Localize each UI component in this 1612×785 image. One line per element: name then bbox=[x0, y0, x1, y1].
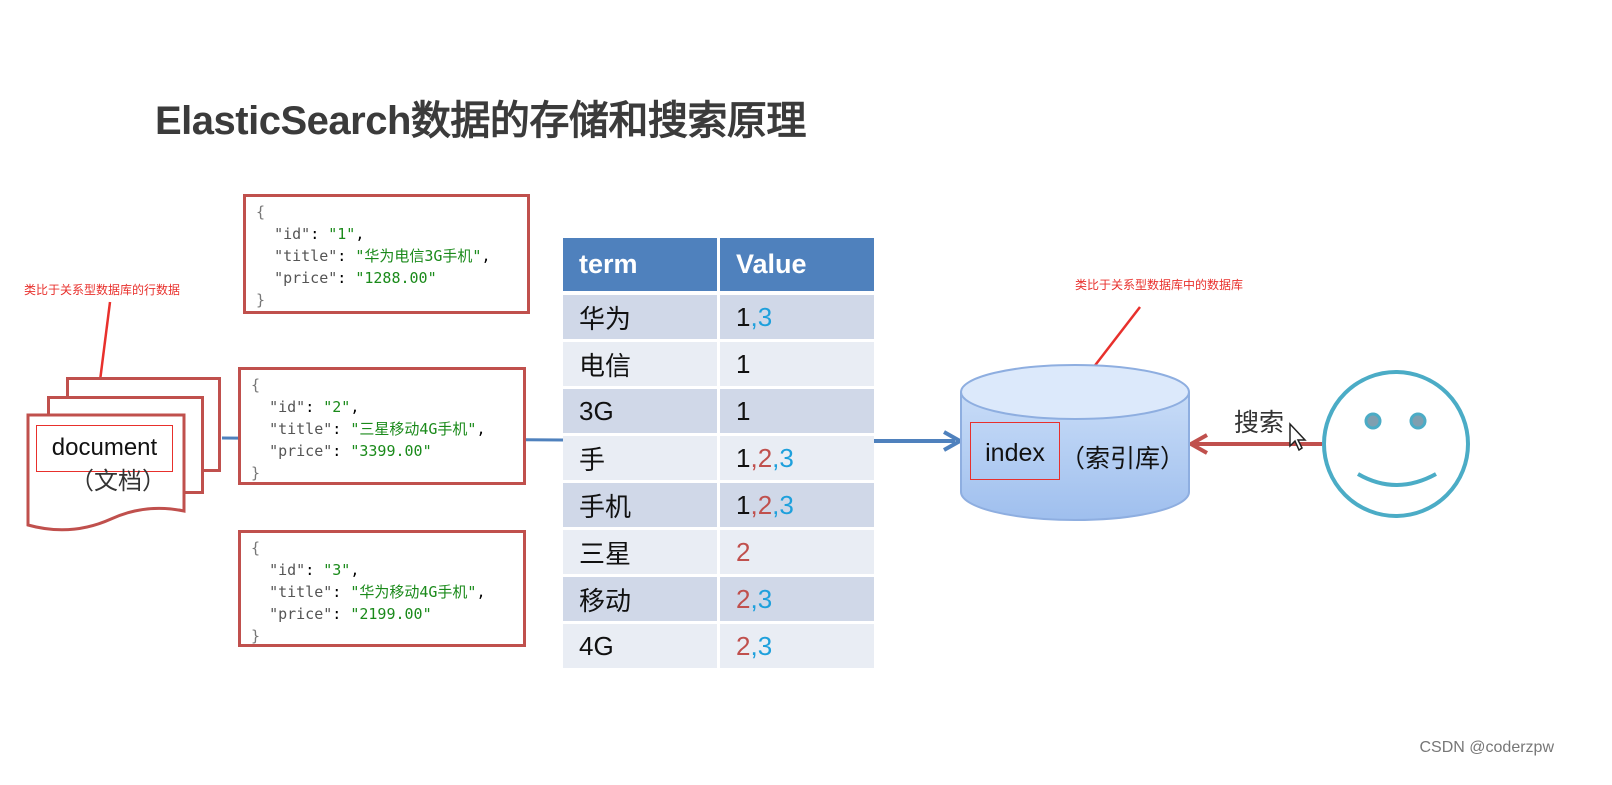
term-cell: 手 bbox=[563, 436, 720, 483]
term-cell: 3G bbox=[563, 389, 720, 436]
index-note: 类比于关系型数据库中的数据库 bbox=[1075, 278, 1244, 292]
term-cell: 4G bbox=[563, 624, 720, 671]
json-value: "1288.00" bbox=[355, 269, 437, 287]
smiley-user-icon bbox=[1322, 370, 1470, 518]
index-sublabel: （索引库） bbox=[1060, 445, 1186, 473]
term-cell: 电信 bbox=[563, 342, 720, 389]
json-doc-3: { "id": "3", "title": "华为移动4G手机", "price… bbox=[238, 530, 526, 647]
json-close-brace: } bbox=[256, 291, 266, 309]
doc-id: 2 bbox=[736, 630, 751, 661]
json-open-brace: { bbox=[251, 539, 261, 557]
doc-id: ,3 bbox=[750, 301, 773, 332]
table-row: 三星 2 bbox=[563, 530, 874, 577]
doc-id: 1 bbox=[736, 395, 751, 426]
mouse-cursor-icon bbox=[1289, 422, 1307, 452]
doc-id: 1 bbox=[736, 489, 751, 520]
json-value: "2199.00" bbox=[350, 605, 432, 623]
value-cell: 1,3 bbox=[720, 295, 874, 342]
json-key: "title" bbox=[274, 247, 338, 265]
document-label: document bbox=[36, 425, 173, 472]
doc-id: ,3 bbox=[750, 630, 773, 661]
json-value: "三星移动4G手机" bbox=[350, 420, 477, 438]
json-value: "3" bbox=[323, 561, 351, 579]
search-label: 搜索 bbox=[1234, 409, 1285, 437]
json-key: "id" bbox=[269, 561, 306, 579]
term-cell: 华为 bbox=[563, 295, 720, 342]
value-cell: 1 bbox=[720, 342, 874, 389]
table-row: 3G 1 bbox=[563, 389, 874, 436]
json-value: "3399.00" bbox=[350, 442, 432, 460]
json-value: "1" bbox=[328, 225, 356, 243]
json-key: "title" bbox=[269, 420, 333, 438]
json-doc-1: { "id": "1", "title": "华为电信3G手机", "price… bbox=[243, 194, 530, 314]
value-cell: 1,2,3 bbox=[720, 483, 874, 530]
page-title: ElasticSearch数据的存储和搜索原理 bbox=[155, 99, 806, 143]
json-key: "price" bbox=[269, 605, 333, 623]
json-value: "华为电信3G手机" bbox=[355, 247, 482, 265]
watermark: CSDN @coderzpw bbox=[1419, 739, 1555, 756]
json-open-brace: { bbox=[256, 203, 266, 221]
term-cell: 手机 bbox=[563, 483, 720, 530]
json-key: "id" bbox=[274, 225, 311, 243]
json-key: "price" bbox=[269, 442, 333, 460]
json-key: "title" bbox=[269, 583, 333, 601]
doc-id: ,2 bbox=[750, 442, 773, 473]
database-cylinder-icon bbox=[960, 364, 1190, 521]
json-value: "华为移动4G手机" bbox=[350, 583, 477, 601]
search-arrow-head bbox=[1186, 433, 1208, 455]
value-cell: 1 bbox=[720, 389, 874, 436]
value-cell: 2,3 bbox=[720, 577, 874, 624]
doc-id: 1 bbox=[736, 301, 751, 332]
json-close-brace: } bbox=[251, 627, 261, 645]
doc-id: 2 bbox=[736, 536, 751, 567]
doc-id: ,3 bbox=[772, 442, 794, 473]
value-cell: 1,2,3 bbox=[720, 436, 874, 483]
json-open-brace: { bbox=[251, 376, 261, 394]
doc-id: 1 bbox=[736, 442, 751, 473]
document-note: 类比于关系型数据库的行数据 bbox=[24, 283, 181, 297]
table-row: 电信 1 bbox=[563, 342, 874, 389]
table-header-row: term Value bbox=[563, 238, 874, 295]
json-value: "2" bbox=[323, 398, 351, 416]
document-sublabel: （文档） bbox=[70, 468, 166, 495]
doc-id: ,3 bbox=[750, 583, 773, 614]
term-cell: 三星 bbox=[563, 530, 720, 577]
doc-id: ,3 bbox=[772, 489, 794, 520]
header-term: term bbox=[563, 238, 720, 295]
index-label: index bbox=[970, 422, 1060, 480]
doc-id: ,2 bbox=[750, 489, 773, 520]
term-cell: 移动 bbox=[563, 577, 720, 624]
json-key: "id" bbox=[269, 398, 306, 416]
value-cell: 2,3 bbox=[720, 624, 874, 671]
json-doc-2: { "id": "2", "title": "三星移动4G手机", "price… bbox=[238, 367, 526, 485]
doc-id: 1 bbox=[736, 348, 751, 379]
header-value: Value bbox=[720, 238, 874, 295]
value-cell: 2 bbox=[720, 530, 874, 577]
json-key: "price" bbox=[274, 269, 338, 287]
json-close-brace: } bbox=[251, 464, 261, 482]
doc-id: 2 bbox=[736, 583, 751, 614]
